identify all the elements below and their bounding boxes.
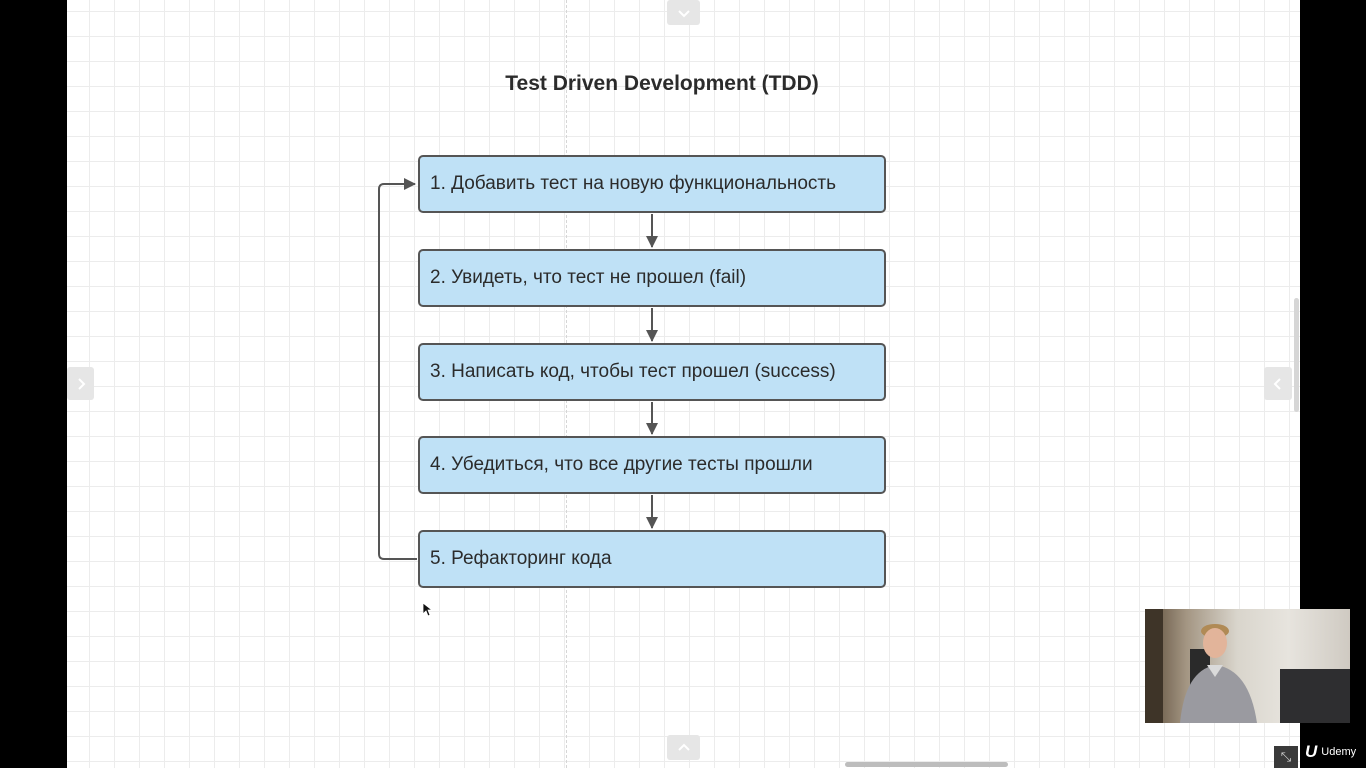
minimize-button[interactable]: ⤡ (1274, 746, 1298, 768)
step-2-label: 2. Увидеть, что тест не прошел (fail) (430, 267, 747, 288)
nav-expand-left-button[interactable] (67, 367, 94, 400)
udemy-label: Udemy (1321, 746, 1357, 758)
nav-expand-right-button[interactable] (1264, 367, 1292, 400)
step-2-box[interactable]: 2. Увидеть, что тест не прошел (fail) (418, 249, 886, 307)
step-1-box[interactable]: 1. Добавить тест на новую функциональнос… (418, 155, 886, 213)
step-5-label: 5. Рефакторинг кода (430, 548, 612, 569)
nav-down-button[interactable] (667, 0, 700, 25)
vertical-scrollbar[interactable] (1294, 298, 1299, 412)
nav-up-button[interactable] (667, 735, 700, 760)
chevron-left-icon (1273, 377, 1281, 390)
step-4-box[interactable]: 4. Убедиться, что все другие тесты прошл… (418, 436, 886, 494)
chevron-down-icon (677, 9, 690, 17)
step-3-box[interactable]: 3. Написать код, чтобы тест прошел (succ… (418, 343, 886, 401)
chevron-up-icon (677, 743, 690, 751)
udemy-logo-icon: U (1305, 742, 1318, 761)
mouse-cursor-icon (423, 603, 433, 617)
collapse-arrows-icon: ⤡ (1280, 749, 1292, 764)
step-4-label: 4. Убедиться, что все другие тесты прошл… (430, 454, 813, 475)
step-1-label: 1. Добавить тест на новую функциональнос… (430, 173, 837, 194)
webcam-overlay (1145, 609, 1350, 723)
udemy-watermark: U Udemy (1305, 742, 1356, 762)
horizontal-scrollbar[interactable] (845, 762, 1008, 767)
chevron-right-icon (77, 377, 85, 390)
diagram-title: Test Driven Development (TDD) (505, 72, 819, 95)
step-3-label: 3. Написать код, чтобы тест прошел (succ… (430, 361, 836, 382)
step-5-box[interactable]: 5. Рефакторинг кода (418, 530, 886, 588)
